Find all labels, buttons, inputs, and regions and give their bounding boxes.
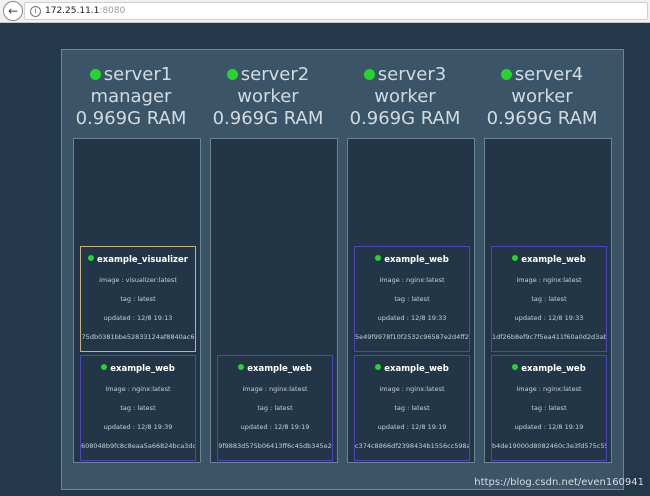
task-status-icon xyxy=(512,364,519,370)
node-name: server3 xyxy=(377,64,447,85)
node-header: server4 worker 0.969G RAM xyxy=(474,64,610,130)
task-tag: tag : latest xyxy=(257,404,293,412)
task-updated: updated : 12/8 19:19 xyxy=(240,423,310,431)
task-card[interactable]: example_web image : nginx:latest tag : l… xyxy=(491,246,607,352)
task-tag: tag : latest xyxy=(394,295,430,303)
task-updated: updated : 12/8 19:39 xyxy=(103,423,173,431)
node-task-column: example_web image : nginx:latest tag : l… xyxy=(484,138,612,463)
task-image: image : nginx:latest xyxy=(516,385,582,393)
task-tag: tag : latest xyxy=(394,404,430,412)
cluster-panel: server1 manager 0.969G RAM example_visua… xyxy=(61,49,624,490)
task-updated: updated : 12/8 19:33 xyxy=(377,314,447,322)
task-tag: tag : latest xyxy=(531,295,567,303)
task-name: example_web xyxy=(521,255,586,265)
back-arrow-icon[interactable]: ← xyxy=(3,1,23,21)
node-ram: 0.969G RAM xyxy=(75,108,187,129)
task-tag: tag : latest xyxy=(120,295,156,303)
task-card[interactable]: example_web image : nginx:latest tag : l… xyxy=(354,246,470,352)
task-card[interactable]: example_web image : nginx:latest tag : l… xyxy=(491,355,607,461)
node-task-column: example_visualizer image : visualizer:la… xyxy=(73,138,201,463)
url-host: 172.25.11.1 xyxy=(45,6,100,16)
task-tag: tag : latest xyxy=(120,404,156,412)
node-task-column: example_web image : nginx:latest tag : l… xyxy=(347,138,475,463)
status-dot-icon xyxy=(226,69,238,80)
node-name: server2 xyxy=(240,64,310,85)
task-updated: updated : 12/8 19:33 xyxy=(514,314,584,322)
task-name: example_web xyxy=(384,364,449,374)
node-role: manager xyxy=(90,86,172,107)
task-id: c374c8866df2398434b1556cc598af xyxy=(355,442,469,450)
task-status-icon xyxy=(88,255,95,261)
node-role: worker xyxy=(374,86,436,107)
task-updated: updated : 12/8 19:13 xyxy=(103,314,173,322)
node-server3: server3 worker 0.969G RAM example_web im… xyxy=(337,50,475,489)
url-text: 172.25.11.1:8080 xyxy=(45,3,125,19)
task-status-icon xyxy=(375,364,382,370)
task-id: 75db0381bbe52833124af8840ac6 xyxy=(81,333,195,341)
node-server2: server2 worker 0.969G RAM example_web im… xyxy=(200,50,338,489)
task-status-icon xyxy=(512,255,519,261)
task-name: example_web xyxy=(110,364,175,374)
task-updated: updated : 12/8 19:19 xyxy=(377,423,447,431)
task-name: example_web xyxy=(247,364,312,374)
node-header: server3 worker 0.969G RAM xyxy=(337,64,473,130)
node-name: server4 xyxy=(514,64,584,85)
node-ram: 0.969G RAM xyxy=(486,108,598,129)
node-role: worker xyxy=(511,86,573,107)
task-image: image : nginx:latest xyxy=(105,385,171,393)
browser-toolbar: ← i 172.25.11.1:8080 xyxy=(0,0,650,23)
info-icon[interactable]: i xyxy=(30,6,41,17)
address-bar[interactable]: i 172.25.11.1:8080 xyxy=(24,2,648,20)
task-card[interactable]: example_web image : nginx:latest tag : l… xyxy=(354,355,470,461)
url-port: :8080 xyxy=(99,6,126,16)
node-ram: 0.969G RAM xyxy=(212,108,324,129)
task-tag: tag : latest xyxy=(531,404,567,412)
task-image: image : nginx:latest xyxy=(516,276,582,284)
task-image: image : nginx:latest xyxy=(379,385,445,393)
task-name: example_web xyxy=(384,255,449,265)
task-name: example_web xyxy=(521,364,586,374)
node-header: server1 manager 0.969G RAM xyxy=(63,64,199,130)
task-id: 5e49f9978f10f2532c96587e2d4ff2a xyxy=(355,333,469,341)
status-dot-icon xyxy=(500,69,512,80)
watermark: https://blog.csdn.net/even160941 xyxy=(474,477,644,488)
task-status-icon xyxy=(238,364,245,370)
task-name: example_visualizer xyxy=(97,255,188,265)
task-id: 608048b9fc8c8eaa5a66824bca3dcc xyxy=(81,442,195,450)
task-card[interactable]: example_visualizer image : visualizer:la… xyxy=(80,246,196,352)
task-card[interactable]: example_web image : nginx:latest tag : l… xyxy=(80,355,196,461)
task-image: image : nginx:latest xyxy=(242,385,308,393)
task-id: 1df26b8ef9c7f5ea411f60a0d2d3abl xyxy=(492,333,606,341)
status-dot-icon xyxy=(89,69,101,80)
task-id: 9f9883d575b06413ff6c45db345e2 xyxy=(218,442,332,450)
node-task-column: example_web image : nginx:latest tag : l… xyxy=(210,138,338,463)
task-image: image : visualizer:latest xyxy=(99,276,177,284)
task-status-icon xyxy=(375,255,382,261)
task-status-icon xyxy=(101,364,108,370)
node-server4: server4 worker 0.969G RAM example_web im… xyxy=(474,50,612,489)
task-image: image : nginx:latest xyxy=(379,276,445,284)
node-header: server2 worker 0.969G RAM xyxy=(200,64,336,130)
node-role: worker xyxy=(237,86,299,107)
node-server1: server1 manager 0.969G RAM example_visua… xyxy=(63,50,201,489)
node-name: server1 xyxy=(103,64,173,85)
task-id: b4de19000d8082460c3e3fd575c55 xyxy=(492,442,606,450)
status-dot-icon xyxy=(363,69,375,80)
task-updated: updated : 12/8 19:19 xyxy=(514,423,584,431)
task-card[interactable]: example_web image : nginx:latest tag : l… xyxy=(217,355,333,461)
node-ram: 0.969G RAM xyxy=(349,108,461,129)
